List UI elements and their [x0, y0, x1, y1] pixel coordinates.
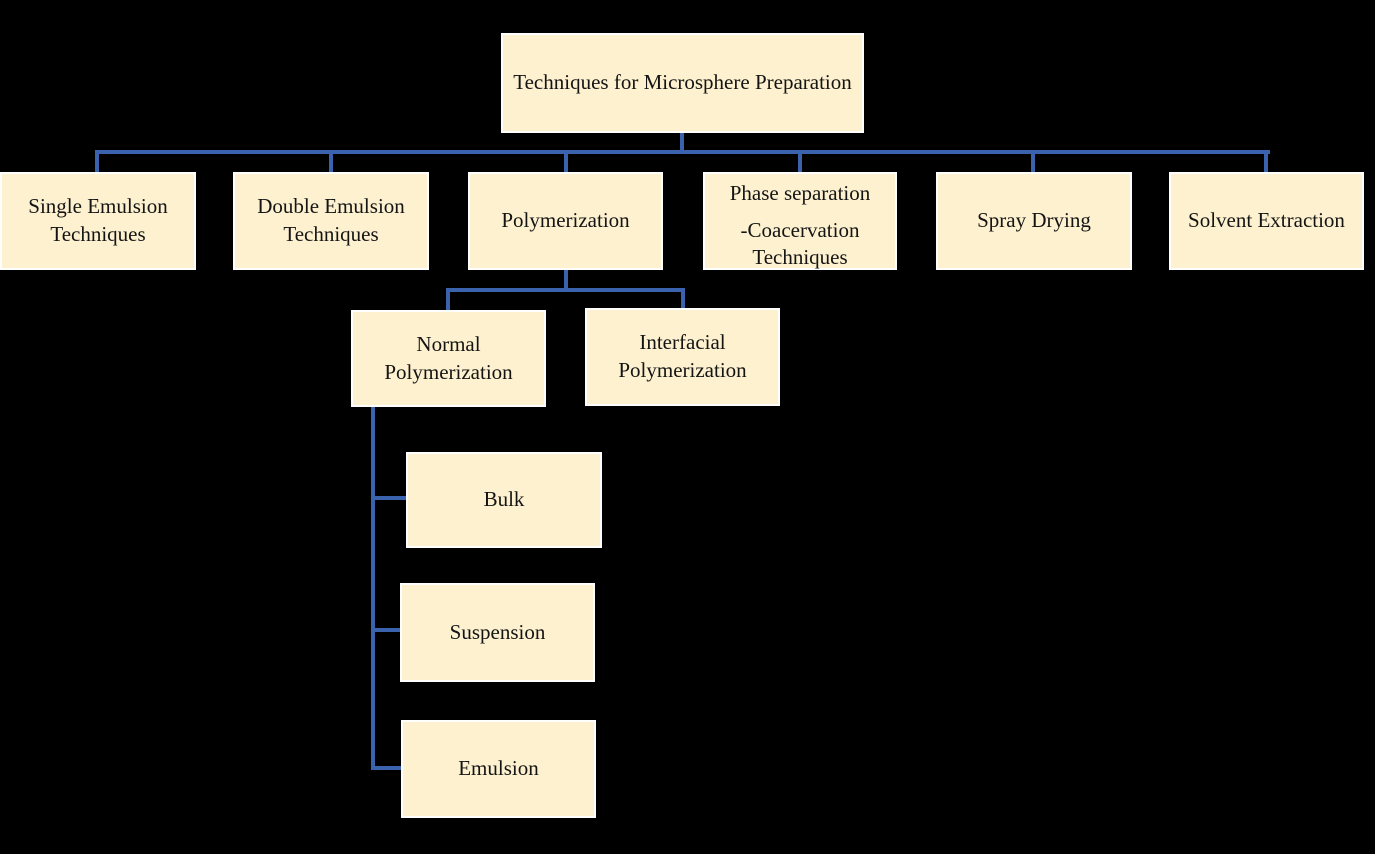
connector-drop-double-emulsion — [329, 152, 333, 174]
node-root-techniques-for-microsphere-preparation: Techniques for Microsphere Preparation — [501, 33, 864, 133]
node-label: Suspension — [449, 619, 546, 644]
node-label: Double Emulsion Techniques — [257, 194, 405, 246]
connector-drop-spray-drying — [1031, 152, 1035, 174]
connector-stub-suspension — [373, 628, 400, 632]
connector-drop-solvent-extraction — [1264, 152, 1268, 174]
node-label: Interfacial Polymerization — [618, 330, 747, 382]
node-label: Polymerization — [501, 208, 630, 233]
node-label: Solvent Extraction — [1188, 208, 1345, 233]
node-spray-drying: Spray Drying — [936, 172, 1132, 270]
connector-stub-bulk — [373, 496, 406, 500]
connector-level1-horizontal — [95, 150, 1270, 154]
node-label-line1: Phase separation — [729, 181, 871, 205]
node-normal-polymerization: Normal Polymerization — [351, 310, 546, 407]
connector-polymerization-vertical — [564, 270, 568, 290]
node-suspension: Suspension — [400, 583, 595, 682]
node-label: Normal Polymerization — [384, 331, 513, 384]
connector-normal-polymerization-spine — [371, 407, 375, 770]
node-label: Single Emulsion Techniques — [28, 194, 168, 246]
connector-drop-polymerization — [564, 152, 568, 174]
node-bulk: Bulk — [406, 452, 602, 548]
node-label: Techniques for Microsphere Preparation — [513, 70, 852, 95]
node-label: Spray Drying — [977, 208, 1091, 233]
connector-drop-normal-polymerization — [446, 290, 450, 312]
connector-drop-interfacial-polymerization — [681, 290, 685, 310]
node-interfacial-polymerization: Interfacial Polymerization — [585, 308, 780, 406]
node-single-emulsion-techniques: Single Emulsion Techniques — [0, 172, 196, 270]
connector-level2-horizontal — [446, 288, 685, 292]
node-label: Bulk — [483, 487, 525, 512]
node-solvent-extraction: Solvent Extraction — [1169, 172, 1364, 270]
connector-drop-single-emulsion — [95, 152, 99, 174]
connector-drop-phase-separation — [798, 152, 802, 174]
connector-root-vertical — [680, 132, 684, 154]
connector-stub-emulsion — [373, 766, 401, 770]
node-emulsion: Emulsion — [401, 720, 596, 818]
node-double-emulsion-techniques: Double Emulsion Techniques — [233, 172, 429, 270]
node-phase-separation-coacervation-techniques: Phase separation -Coacervation Technique… — [703, 172, 897, 270]
node-label: Emulsion — [458, 756, 539, 781]
node-polymerization: Polymerization — [468, 172, 663, 270]
node-label-line2: -Coacervation Techniques — [740, 217, 860, 270]
